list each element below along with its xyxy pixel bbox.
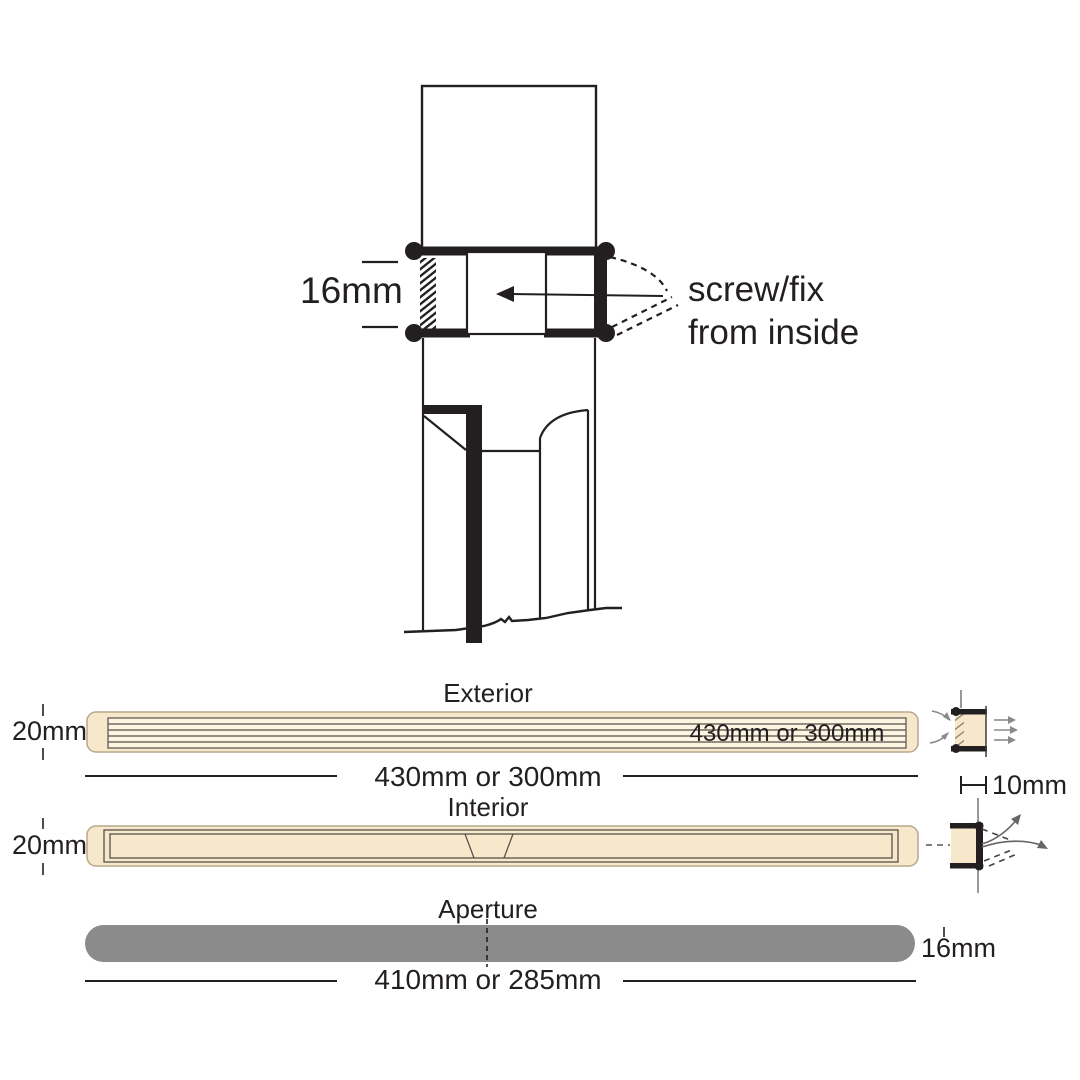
aperture-height-label: 16mm [921, 933, 997, 963]
aperture-width-label: 410mm or 285mm [374, 964, 602, 995]
frame-right-bar [594, 247, 607, 337]
interior-side-profile [926, 798, 1048, 893]
aperture-bar [85, 925, 915, 962]
interior-plate-bar [86, 825, 919, 867]
exterior-overall-width-label: 430mm or 300mm [374, 761, 602, 792]
exterior-row [42, 690, 1018, 794]
projection-depth-label: 10mm [992, 770, 1068, 800]
screw-fix-note-line1: screw/fix [688, 270, 825, 309]
interior-row [42, 798, 1048, 893]
break-line [403, 606, 622, 634]
flap-swing-arrows [981, 814, 1048, 867]
flap-hinge-line [423, 415, 467, 451]
thickness-extent-ticks [362, 260, 398, 329]
frame-bottom-bar-right [544, 328, 608, 338]
hatched-door-edge [420, 258, 436, 330]
projection-dimension-bracket [960, 776, 987, 794]
door-upper-panel [420, 84, 598, 252]
exterior-plate-width-label: 430mm or 300mm [689, 720, 885, 747]
interior-title: Interior [447, 792, 529, 822]
exterior-side-profile [929, 690, 1018, 794]
frame-corner-dot [405, 242, 423, 260]
frame-corner-dot [597, 242, 615, 260]
interior-flap-open-bar [466, 405, 482, 643]
pointer-shaft [509, 293, 664, 297]
screw-fix-pointer [496, 255, 679, 336]
aperture-title: Aperture [438, 894, 538, 924]
screwdriver-dashed-arc [609, 255, 668, 292]
exterior-louvers [107, 717, 907, 749]
fixing-direction-arrows [929, 710, 1018, 744]
frame-corner-dot [597, 324, 615, 342]
frame-corner-dot [405, 324, 423, 342]
flap-curve [538, 408, 589, 439]
exterior-title: Exterior [443, 678, 533, 708]
pointer-arrowhead [496, 286, 514, 302]
screw-fix-note-line2: from inside [688, 313, 860, 352]
aperture-row [85, 919, 945, 982]
section-thickness-label: 16mm [300, 270, 403, 311]
exterior-height-label: 20mm [12, 716, 88, 746]
frame-bottom-bar-left [412, 328, 470, 338]
interior-frame-top-bar [422, 405, 482, 414]
screwdriver-dashed-line [616, 304, 679, 336]
interior-height-label: 20mm [12, 830, 88, 860]
interior-flap-outline [103, 829, 899, 863]
door-cross-section [403, 84, 622, 634]
screwdriver-dashed-line [611, 296, 673, 328]
